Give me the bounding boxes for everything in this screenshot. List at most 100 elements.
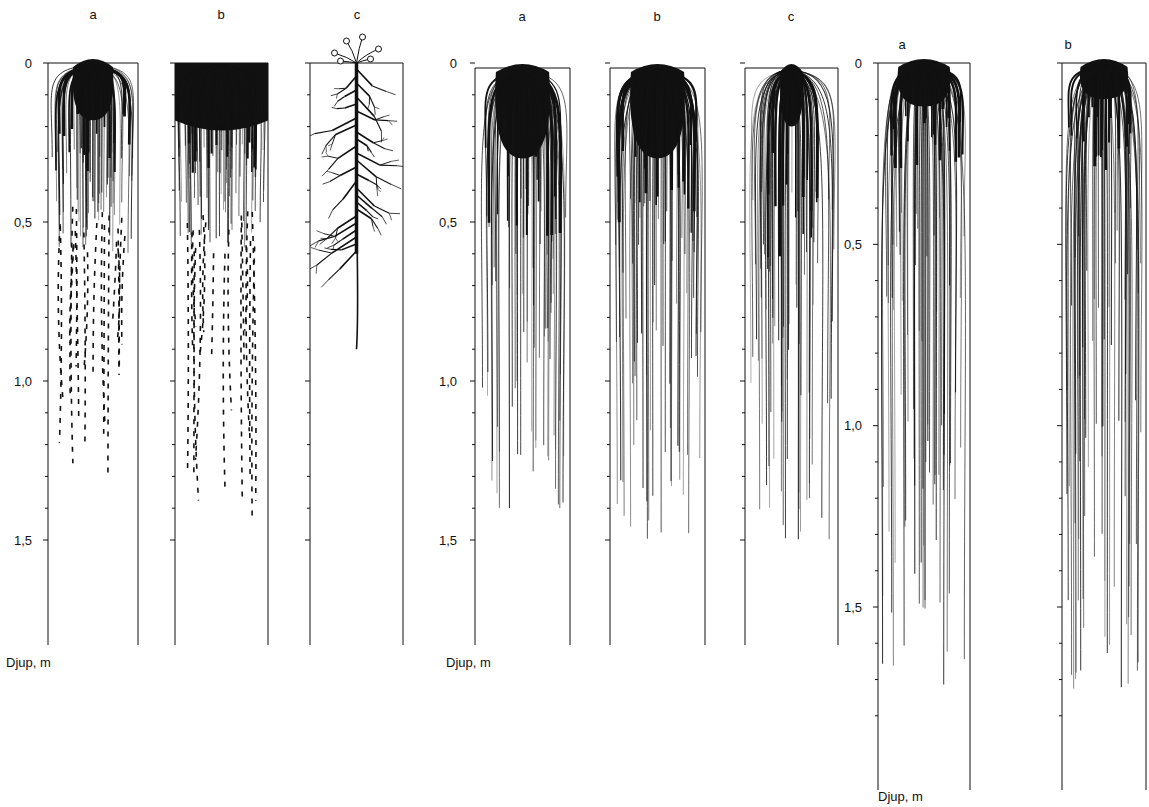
- depth-tick: [875, 171, 878, 172]
- depth-tick: [307, 476, 310, 477]
- depth-tick: [607, 349, 610, 350]
- depth-tick: [607, 444, 610, 445]
- depth-tick: [1059, 135, 1062, 136]
- depth-tick: [875, 99, 878, 100]
- depth-tick: [607, 476, 610, 477]
- panel-frame: [175, 63, 268, 645]
- depth-tick: [45, 476, 48, 477]
- depth-tick: [875, 135, 878, 136]
- depth-tick: [605, 540, 610, 541]
- depth-tick: [740, 540, 745, 541]
- depth-tick: [472, 253, 475, 254]
- depth-tick: [1059, 461, 1062, 462]
- panel-frame: [1062, 63, 1146, 790]
- depth-tick: [875, 679, 878, 680]
- depth-tick: [607, 126, 610, 127]
- depth-tick: [45, 158, 48, 159]
- depth-tick: [607, 94, 610, 95]
- depth-tick: [1059, 643, 1062, 644]
- depth-tick: [470, 540, 475, 541]
- depth-tick: [1059, 171, 1062, 172]
- depth-tick: [875, 643, 878, 644]
- depth-tick: [875, 715, 878, 716]
- root-panel: [43, 59, 138, 645]
- depth-tick: [1057, 63, 1062, 64]
- panel-letter: b: [217, 8, 224, 21]
- depth-value: 0: [25, 57, 32, 70]
- depth-tick: [605, 222, 610, 223]
- depth-tick: [742, 444, 745, 445]
- depth-tick: [742, 476, 745, 477]
- depth-tick: [45, 508, 48, 509]
- panel-frame: [745, 68, 838, 645]
- depth-tick: [172, 317, 175, 318]
- panel-letter: b: [1064, 38, 1071, 51]
- depth-tick: [873, 63, 878, 64]
- panel-frame: [310, 63, 403, 645]
- depth-tick: [170, 222, 175, 223]
- root-panel: [1057, 59, 1146, 790]
- depth-tick: [873, 425, 878, 426]
- depth-tick: [472, 444, 475, 445]
- depth-tick: [607, 317, 610, 318]
- depth-tick: [742, 349, 745, 350]
- axis-title: Djup, m: [6, 656, 51, 669]
- depth-tick: [875, 461, 878, 462]
- depth-tick: [305, 381, 310, 382]
- depth-tick: [875, 208, 878, 209]
- depth-tick: [742, 126, 745, 127]
- depth-tick: [742, 285, 745, 286]
- depth-tick: [472, 476, 475, 477]
- depth-tick: [172, 94, 175, 95]
- depth-tick: [45, 94, 48, 95]
- depth-tick: [307, 412, 310, 413]
- depth-tick: [875, 389, 878, 390]
- depth-tick: [307, 190, 310, 191]
- panel-frame: [878, 63, 970, 790]
- depth-value: 0,5: [844, 238, 862, 251]
- depth-tick: [45, 317, 48, 318]
- depth-tick: [472, 285, 475, 286]
- depth-tick: [1059, 498, 1062, 499]
- root-system: [881, 59, 965, 685]
- depth-tick: [1057, 607, 1062, 608]
- panel-letter: b: [653, 10, 660, 23]
- depth-tick: [470, 381, 475, 382]
- depth-tick: [875, 353, 878, 354]
- depth-tick: [742, 158, 745, 159]
- panel-letter: c: [788, 10, 795, 23]
- depth-tick: [607, 253, 610, 254]
- depth-value: 1,0: [439, 375, 457, 388]
- depth-tick: [307, 253, 310, 254]
- panel-frame: [48, 63, 138, 645]
- depth-tick: [307, 126, 310, 127]
- root-panel: [170, 63, 268, 645]
- root-system: [1066, 59, 1142, 688]
- depth-tick: [875, 280, 878, 281]
- depth-tick: [45, 412, 48, 413]
- depth-tick: [472, 190, 475, 191]
- depth-tick: [742, 253, 745, 254]
- depth-value: 0: [855, 57, 862, 70]
- depth-tick: [472, 508, 475, 509]
- depth-tick: [45, 126, 48, 127]
- depth-tick: [305, 540, 310, 541]
- depth-tick: [305, 222, 310, 223]
- depth-tick: [1059, 316, 1062, 317]
- root-system: [51, 59, 133, 476]
- depth-tick: [170, 63, 175, 64]
- depth-tick: [742, 412, 745, 413]
- panel-frame: [610, 68, 705, 645]
- depth-tick: [1059, 389, 1062, 390]
- depth-tick: [740, 381, 745, 382]
- depth-tick: [605, 63, 610, 64]
- depth-tick: [43, 222, 48, 223]
- depth-tick: [307, 444, 310, 445]
- depth-tick: [305, 63, 310, 64]
- depth-tick: [307, 349, 310, 350]
- root-system: [750, 64, 835, 539]
- depth-tick: [172, 508, 175, 509]
- depth-tick: [307, 508, 310, 509]
- depth-tick: [307, 317, 310, 318]
